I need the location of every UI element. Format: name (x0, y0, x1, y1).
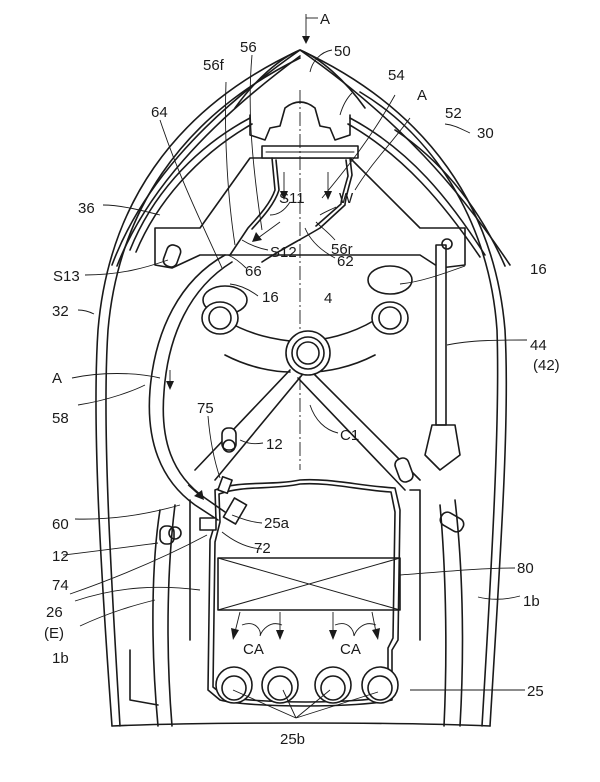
label-12-low: 12 (52, 548, 69, 565)
label-72: 72 (254, 540, 271, 557)
label-52: 52 (445, 105, 462, 122)
label-75: 75 (197, 400, 214, 417)
grip-16-left (201, 285, 248, 335)
label-1b-right: 1b (523, 593, 540, 610)
label-74: 74 (52, 577, 69, 594)
label-56f: 56f (203, 57, 225, 74)
label-30: 30 (477, 125, 494, 142)
label-4: 4 (324, 290, 332, 307)
leader-lines (62, 49, 528, 719)
label-ca-left: CA (243, 641, 264, 658)
engine-housing-25 (207, 478, 401, 707)
post-12-mid (221, 427, 237, 453)
label-c1: C1 (340, 427, 359, 444)
grip-16-right (367, 265, 413, 335)
post-right-lower (394, 457, 465, 533)
label-a-left: A (52, 370, 62, 387)
label-25b: 25b (280, 731, 305, 748)
label-s12: S12 (270, 244, 297, 261)
label-26: 26 (46, 604, 63, 621)
steering-hub-4 (285, 330, 331, 376)
labels: A 50 56 56f 54 A 52 30 64 36 S11 W 56r S… (44, 11, 560, 748)
label-1b-left: 1b (52, 650, 69, 667)
label-56r: 56r (331, 241, 353, 258)
label-ca-right: CA (340, 641, 361, 658)
label-58: 58 (52, 410, 69, 427)
flow-arrows-duct (252, 172, 332, 242)
label-12-mid: 12 (266, 436, 283, 453)
section-arrow-top (302, 14, 318, 44)
label-80: 80 (517, 560, 534, 577)
rod-44 (424, 238, 461, 471)
panel-54 (129, 117, 486, 256)
label-60: 60 (52, 516, 69, 533)
duct-56 (229, 145, 359, 263)
label-16-right: 16 (530, 261, 547, 278)
intake-ports-25b (215, 666, 399, 704)
label-66: 66 (245, 263, 262, 280)
air-hose-58 (148, 254, 233, 521)
cooler-80 (217, 557, 401, 611)
label-25: 25 (527, 683, 544, 700)
label-54: 54 (388, 67, 405, 84)
label-56: 56 (240, 39, 257, 56)
panel-54-inner (135, 123, 481, 258)
label-64: 64 (151, 104, 168, 121)
clips (199, 475, 248, 531)
frame-rails-1b (111, 489, 491, 727)
label-w: W (339, 190, 354, 207)
label-36: 36 (78, 200, 95, 217)
label-50: 50 (334, 43, 351, 60)
label-32: 32 (52, 303, 69, 320)
label-44: 44 (530, 337, 547, 354)
label-25a: 25a (264, 515, 290, 532)
post-12-top-left (162, 244, 182, 268)
post-12-low (159, 525, 182, 545)
label-s11: S11 (279, 190, 305, 207)
label-42: (42) (533, 357, 560, 374)
label-62: 62 (337, 253, 354, 270)
label-a-right: A (417, 87, 427, 104)
label-16-left: 16 (262, 289, 279, 306)
label-section-a: A (320, 11, 330, 28)
cooling-air-arrows (231, 611, 380, 640)
label-e: (E) (44, 625, 64, 642)
label-s13: S13 (53, 268, 80, 285)
air-box-36 (154, 157, 466, 269)
